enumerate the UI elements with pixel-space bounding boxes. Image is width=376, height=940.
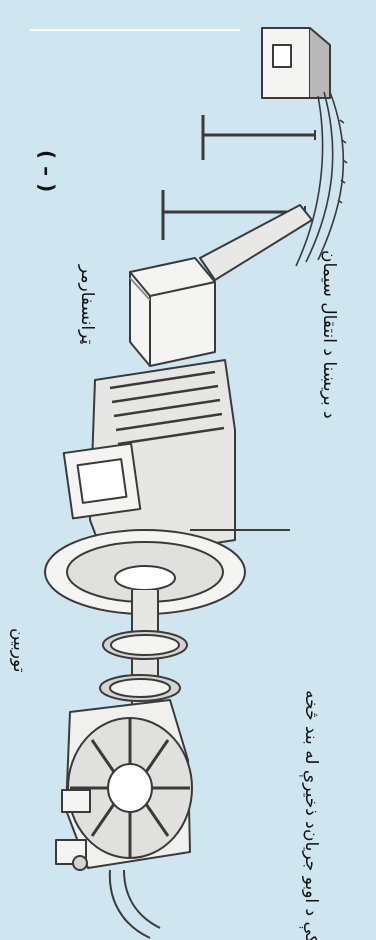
generator-icon xyxy=(64,360,290,560)
turbine-icon xyxy=(56,700,192,870)
label-water-flow-line-2: د ذخیرې له بند څخه xyxy=(300,690,322,829)
cable-bundle xyxy=(200,205,312,280)
label-water-flow: په نل کې د اوبو جریان د ذخیرې له بند څخه xyxy=(300,690,322,940)
figure-number: ( – ) xyxy=(36,150,58,192)
label-transformer: ټرانسفارمر xyxy=(76,265,98,344)
house-icon xyxy=(262,28,330,98)
pylon-1-icon xyxy=(203,115,315,160)
label-turbine: توربین xyxy=(8,628,30,673)
label-water-flow-line-1: په نل کې د اوبو جریان xyxy=(300,829,322,940)
transmission-lines xyxy=(296,92,347,266)
label-transmission: د بریښنا د انتقال سیمان xyxy=(318,250,340,419)
outflow-pipe xyxy=(110,870,160,938)
transformer-icon xyxy=(130,258,215,366)
